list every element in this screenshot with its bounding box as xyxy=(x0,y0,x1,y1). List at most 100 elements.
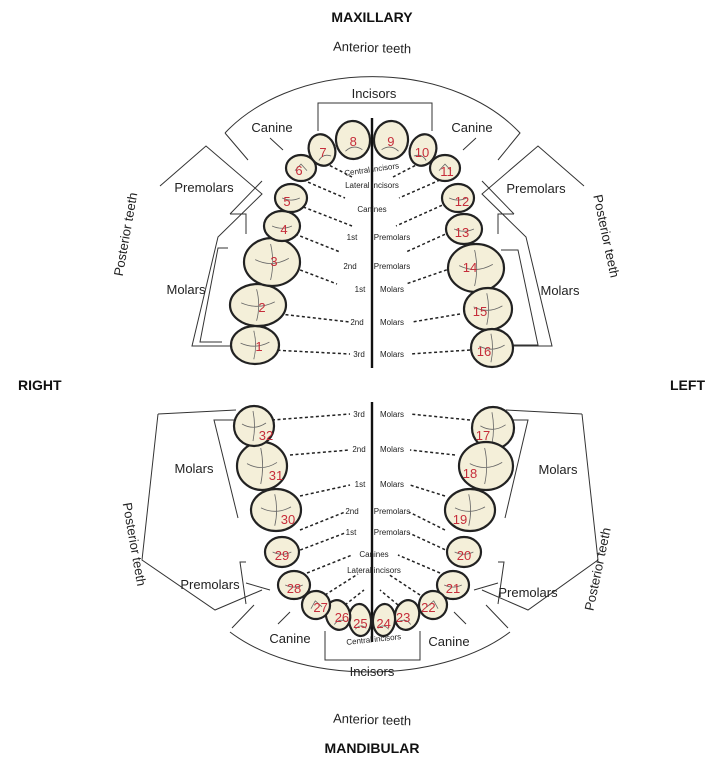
upper-center-labels: Central incisors Lateral incisors Canine… xyxy=(343,161,410,359)
lower-tooth-27: 27 xyxy=(300,589,332,621)
upper-molar2-num: 2nd xyxy=(350,318,363,327)
lower-tooth-19: 19 xyxy=(443,487,497,533)
tooth-crease xyxy=(240,330,270,360)
tooth-crease xyxy=(454,551,474,555)
lower-tooth-20: 20 xyxy=(445,535,483,569)
upper-tooth-11: 11 xyxy=(428,153,462,183)
upper-tooth-9: 9 xyxy=(372,119,410,161)
lower-molar2-num: 2nd xyxy=(352,445,365,454)
tooth-number: 20 xyxy=(457,548,471,563)
tooth-number: 4 xyxy=(280,222,287,237)
tooth-crease xyxy=(480,412,506,444)
tooth-crown xyxy=(443,487,497,533)
lower-premolar2-label: Premolars xyxy=(374,507,410,516)
tooth-number: 14 xyxy=(463,260,477,275)
tooth-number: 15 xyxy=(473,304,487,319)
upper-tooth-16: 16 xyxy=(469,327,515,369)
tooth-crease xyxy=(377,625,390,630)
upper-tooth-1: 1 xyxy=(229,324,281,366)
tooth-crease xyxy=(271,225,293,229)
lower-premolar1-num: 1st xyxy=(346,528,357,537)
tooth-number: 32 xyxy=(259,428,273,443)
lower-molar2-label: Molars xyxy=(380,445,404,454)
tooth-crown xyxy=(469,327,515,369)
tooth-crown xyxy=(273,182,309,214)
title-mandibular: MANDIBULAR xyxy=(325,740,420,756)
lower-tooth-29: 29 xyxy=(263,535,301,569)
upper-tooth-5: 5 xyxy=(273,182,309,214)
tooth-number: 28 xyxy=(287,581,301,596)
tooth-number: 29 xyxy=(275,548,289,563)
tooth-crown xyxy=(408,133,438,167)
tooth-crown xyxy=(417,589,449,621)
tooth-crease xyxy=(426,600,439,609)
tooth-crease xyxy=(454,494,486,526)
tooth-number: 22 xyxy=(421,600,435,615)
lower-posterior-right-label: Posterior teeth xyxy=(120,501,149,587)
lower-outlines xyxy=(141,409,599,673)
tooth-number: 24 xyxy=(376,616,390,631)
upper-premolar2-num: 2nd xyxy=(343,262,356,271)
upper-tooth-7: 7 xyxy=(307,133,337,167)
tooth-crease xyxy=(413,154,427,161)
lower-molars-bracket-right xyxy=(213,419,239,519)
upper-molar3-num: 3rd xyxy=(353,350,365,359)
lower-molars-right-label: Molars xyxy=(174,461,214,476)
lower-lateral-incisors-label: Lateral incisors xyxy=(347,566,401,575)
upper-molar1-num: 1st xyxy=(355,285,366,294)
upper-molar1-label: Molars xyxy=(380,285,404,294)
tooth-number: 18 xyxy=(463,466,477,481)
lower-premolar2-num: 2nd xyxy=(345,507,358,516)
upper-premolar1-num: 1st xyxy=(347,233,358,242)
tooth-number: 27 xyxy=(313,600,327,615)
lower-premolars-right-label: Premolars xyxy=(180,577,240,592)
tooth-crown xyxy=(284,153,318,183)
lower-posterior-left-label: Posterior teeth xyxy=(581,526,613,612)
label-right: RIGHT xyxy=(18,377,62,393)
upper-premolars-right-label: Premolars xyxy=(174,180,234,195)
upper-tooth-3: 3 xyxy=(242,236,302,288)
tooth-crease xyxy=(241,410,267,442)
tooth-crown xyxy=(457,440,515,492)
upper-canines-label: Canines xyxy=(357,205,386,214)
upper-premolars-left-label: Premolars xyxy=(506,181,566,196)
lower-connectors xyxy=(271,413,471,606)
upper-tooth-2: 2 xyxy=(228,282,288,328)
lower-molar1-label: Molars xyxy=(380,480,404,489)
lower-canine-right-label: Canine xyxy=(269,631,310,646)
tooth-crease xyxy=(469,447,503,485)
upper-incisors-label: Incisors xyxy=(352,86,397,101)
tooth-crease xyxy=(449,197,467,201)
upper-tooth-10: 10 xyxy=(408,133,438,167)
title-maxillary: MAXILLARY xyxy=(331,9,413,25)
tooth-crown xyxy=(276,569,312,601)
tooth-crease xyxy=(294,163,308,171)
tooth-crown xyxy=(462,286,514,332)
lower-posterior-left xyxy=(481,409,599,611)
lower-tooth-18: 18 xyxy=(457,440,515,492)
lower-molars-left-label: Molars xyxy=(538,462,578,477)
lower-premolars-bracket-right xyxy=(239,561,271,605)
tooth-crown xyxy=(232,404,276,448)
tooth-crown xyxy=(444,212,484,246)
upper-posterior-right-label: Posterior teeth xyxy=(111,191,140,277)
tooth-crease xyxy=(345,146,363,152)
tooth-crease xyxy=(398,619,411,625)
tooth-crease xyxy=(354,625,367,630)
tooth-crease xyxy=(318,154,332,161)
tooth-number: 19 xyxy=(453,512,467,527)
label-left: LEFT xyxy=(670,377,705,393)
lower-anterior-teeth-label: Anterior teeth xyxy=(333,711,412,729)
tooth-crown xyxy=(440,182,476,214)
tooth-crown xyxy=(262,209,302,243)
tooth-number: 5 xyxy=(283,194,290,209)
tooth-crown xyxy=(435,569,471,601)
lower-incisors-label: Incisors xyxy=(350,664,395,679)
tooth-number: 8 xyxy=(350,134,357,149)
upper-premolars-bracket-right xyxy=(229,180,263,234)
tooth-crease xyxy=(459,249,493,287)
upper-tooth-4: 4 xyxy=(262,209,302,243)
upper-anterior-arc xyxy=(224,76,521,161)
